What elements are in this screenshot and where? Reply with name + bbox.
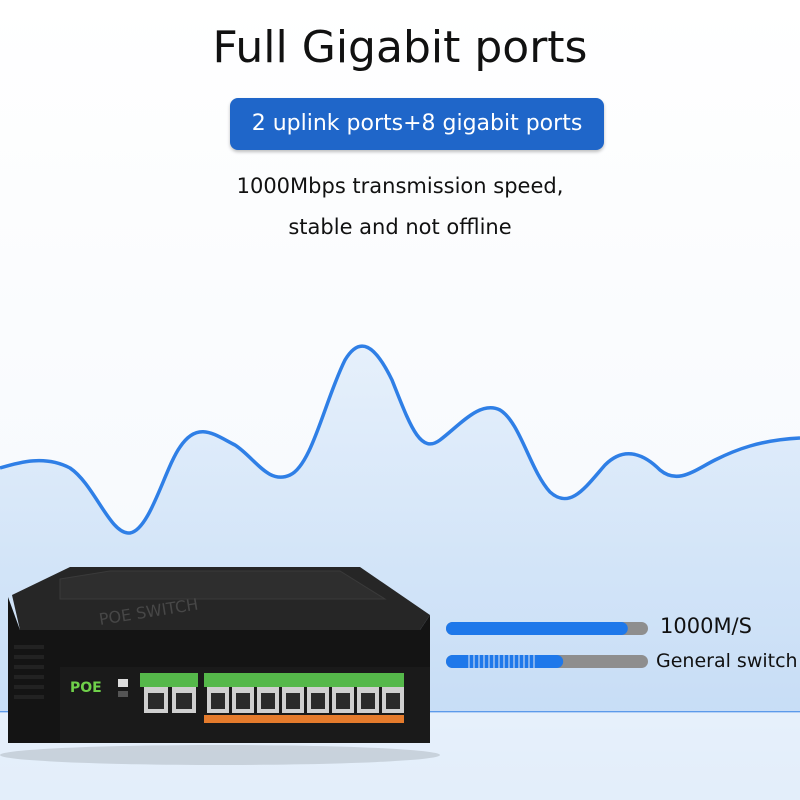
bar-fill-1000ms <box>446 622 628 635</box>
page-title: Full Gigabit ports <box>212 22 588 73</box>
bar-stripe <box>478 655 480 668</box>
bar-stripe <box>468 655 470 668</box>
description-line-1: 1000Mbps transmission speed, <box>236 174 564 198</box>
bar-stripe <box>503 655 505 668</box>
network-switch-icon: POE SWITCH POE <box>0 567 440 765</box>
speed-bars <box>446 622 648 668</box>
bar-label-general-switch: General switch <box>656 650 798 672</box>
bar-stripe <box>518 655 520 668</box>
bar-stripe <box>508 655 510 668</box>
ports-badge: 2 uplink ports+8 gigabit ports <box>230 98 604 150</box>
bar-stripe <box>483 655 485 668</box>
bar-stripe <box>498 655 500 668</box>
device-brand-label: POE <box>70 680 102 696</box>
bar-stripe <box>513 655 515 668</box>
bar-stripe <box>488 655 490 668</box>
bar-stripe <box>528 655 530 668</box>
bar-stripe <box>523 655 525 668</box>
bar-stripe <box>493 655 495 668</box>
description-line-2: stable and not offline <box>288 215 512 239</box>
bar-stripe <box>473 655 475 668</box>
bar-label-1000ms: 1000M/S <box>660 614 752 638</box>
bar-stripes-general <box>468 655 535 668</box>
bar-stripe <box>533 655 535 668</box>
